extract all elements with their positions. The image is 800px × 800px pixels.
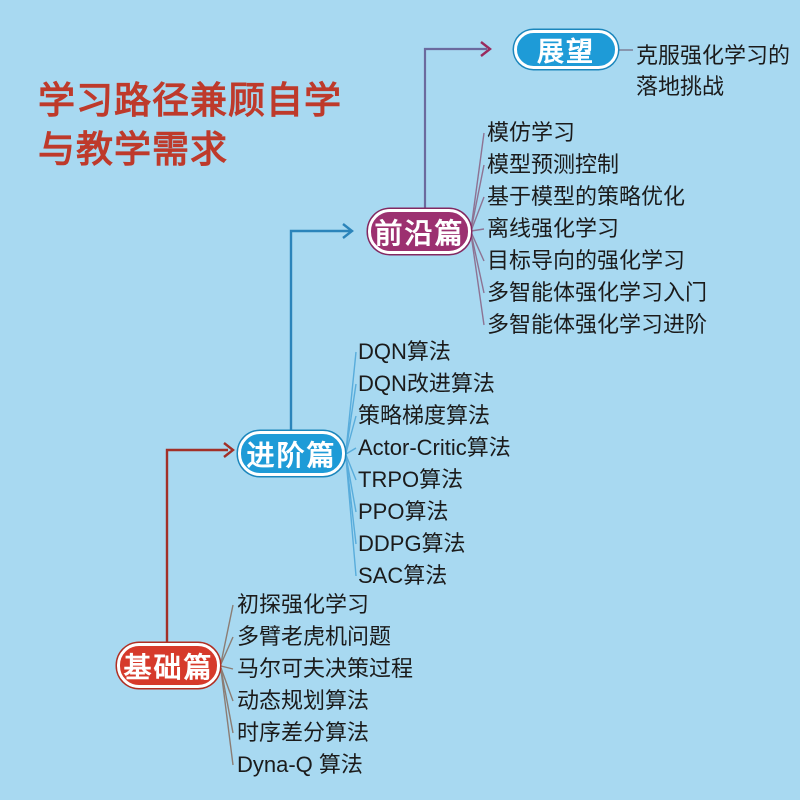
branches-advanced: [345, 351, 357, 577]
arrowhead-icon: [480, 41, 492, 57]
list-item: 多智能体强化学习入门: [487, 280, 708, 305]
connector-frontier-to-outlook: [423, 41, 492, 211]
list-item: 模型预测控制: [487, 152, 620, 177]
list-item: DQN改进算法: [358, 371, 495, 396]
list-item: 目标导向的强化学习: [487, 248, 686, 273]
page-title: 学习路径兼顾自学 与教学需求: [38, 76, 342, 174]
node-basics: 基础篇: [117, 643, 220, 688]
list-item: 时序差分算法: [237, 720, 370, 745]
connector-advanced-to-frontier: [289, 223, 354, 433]
node-advanced: 进阶篇: [238, 431, 345, 476]
list-item: 动态规划算法: [237, 688, 370, 713]
outlook-note-line1: 克服强化学习的: [636, 43, 791, 68]
page-title-line2: 与教学需求: [38, 129, 228, 170]
branches-basics: [220, 604, 234, 766]
list-item: Dyna-Q 算法: [237, 752, 363, 777]
list-item: 初探强化学习: [237, 592, 370, 617]
list-item: TRPO算法: [358, 467, 464, 492]
outlook-note-line2: 落地挑战: [636, 74, 725, 99]
list-item: DDPG算法: [358, 531, 466, 556]
page-title-line1: 学习路径兼顾自学: [38, 80, 342, 121]
list-item: 策略梯度算法: [358, 403, 491, 428]
list-item: DQN算法: [358, 339, 451, 364]
node-frontier: 前沿篇: [368, 209, 471, 254]
list-item: 模仿学习: [487, 120, 576, 145]
outlook-note: 克服强化学习的 落地挑战: [636, 40, 790, 102]
list-item: 基于模型的策略优化: [487, 184, 686, 209]
list-item: SAC算法: [358, 563, 448, 588]
branches-frontier: [470, 132, 485, 326]
list-item: 马尔可夫决策过程: [237, 656, 414, 681]
list-item: 多臂老虎机问题: [237, 624, 392, 649]
arrowhead-icon: [223, 442, 235, 458]
list-item: 多智能体强化学习进阶: [487, 312, 708, 337]
connector-basics-to-advanced: [165, 442, 235, 646]
node-outlook: 展望: [514, 30, 618, 69]
arrowhead-icon: [342, 223, 354, 239]
list-item: 离线强化学习: [487, 216, 620, 241]
list-item: PPO算法: [358, 499, 449, 524]
list-item: Actor-Critic算法: [358, 435, 511, 460]
